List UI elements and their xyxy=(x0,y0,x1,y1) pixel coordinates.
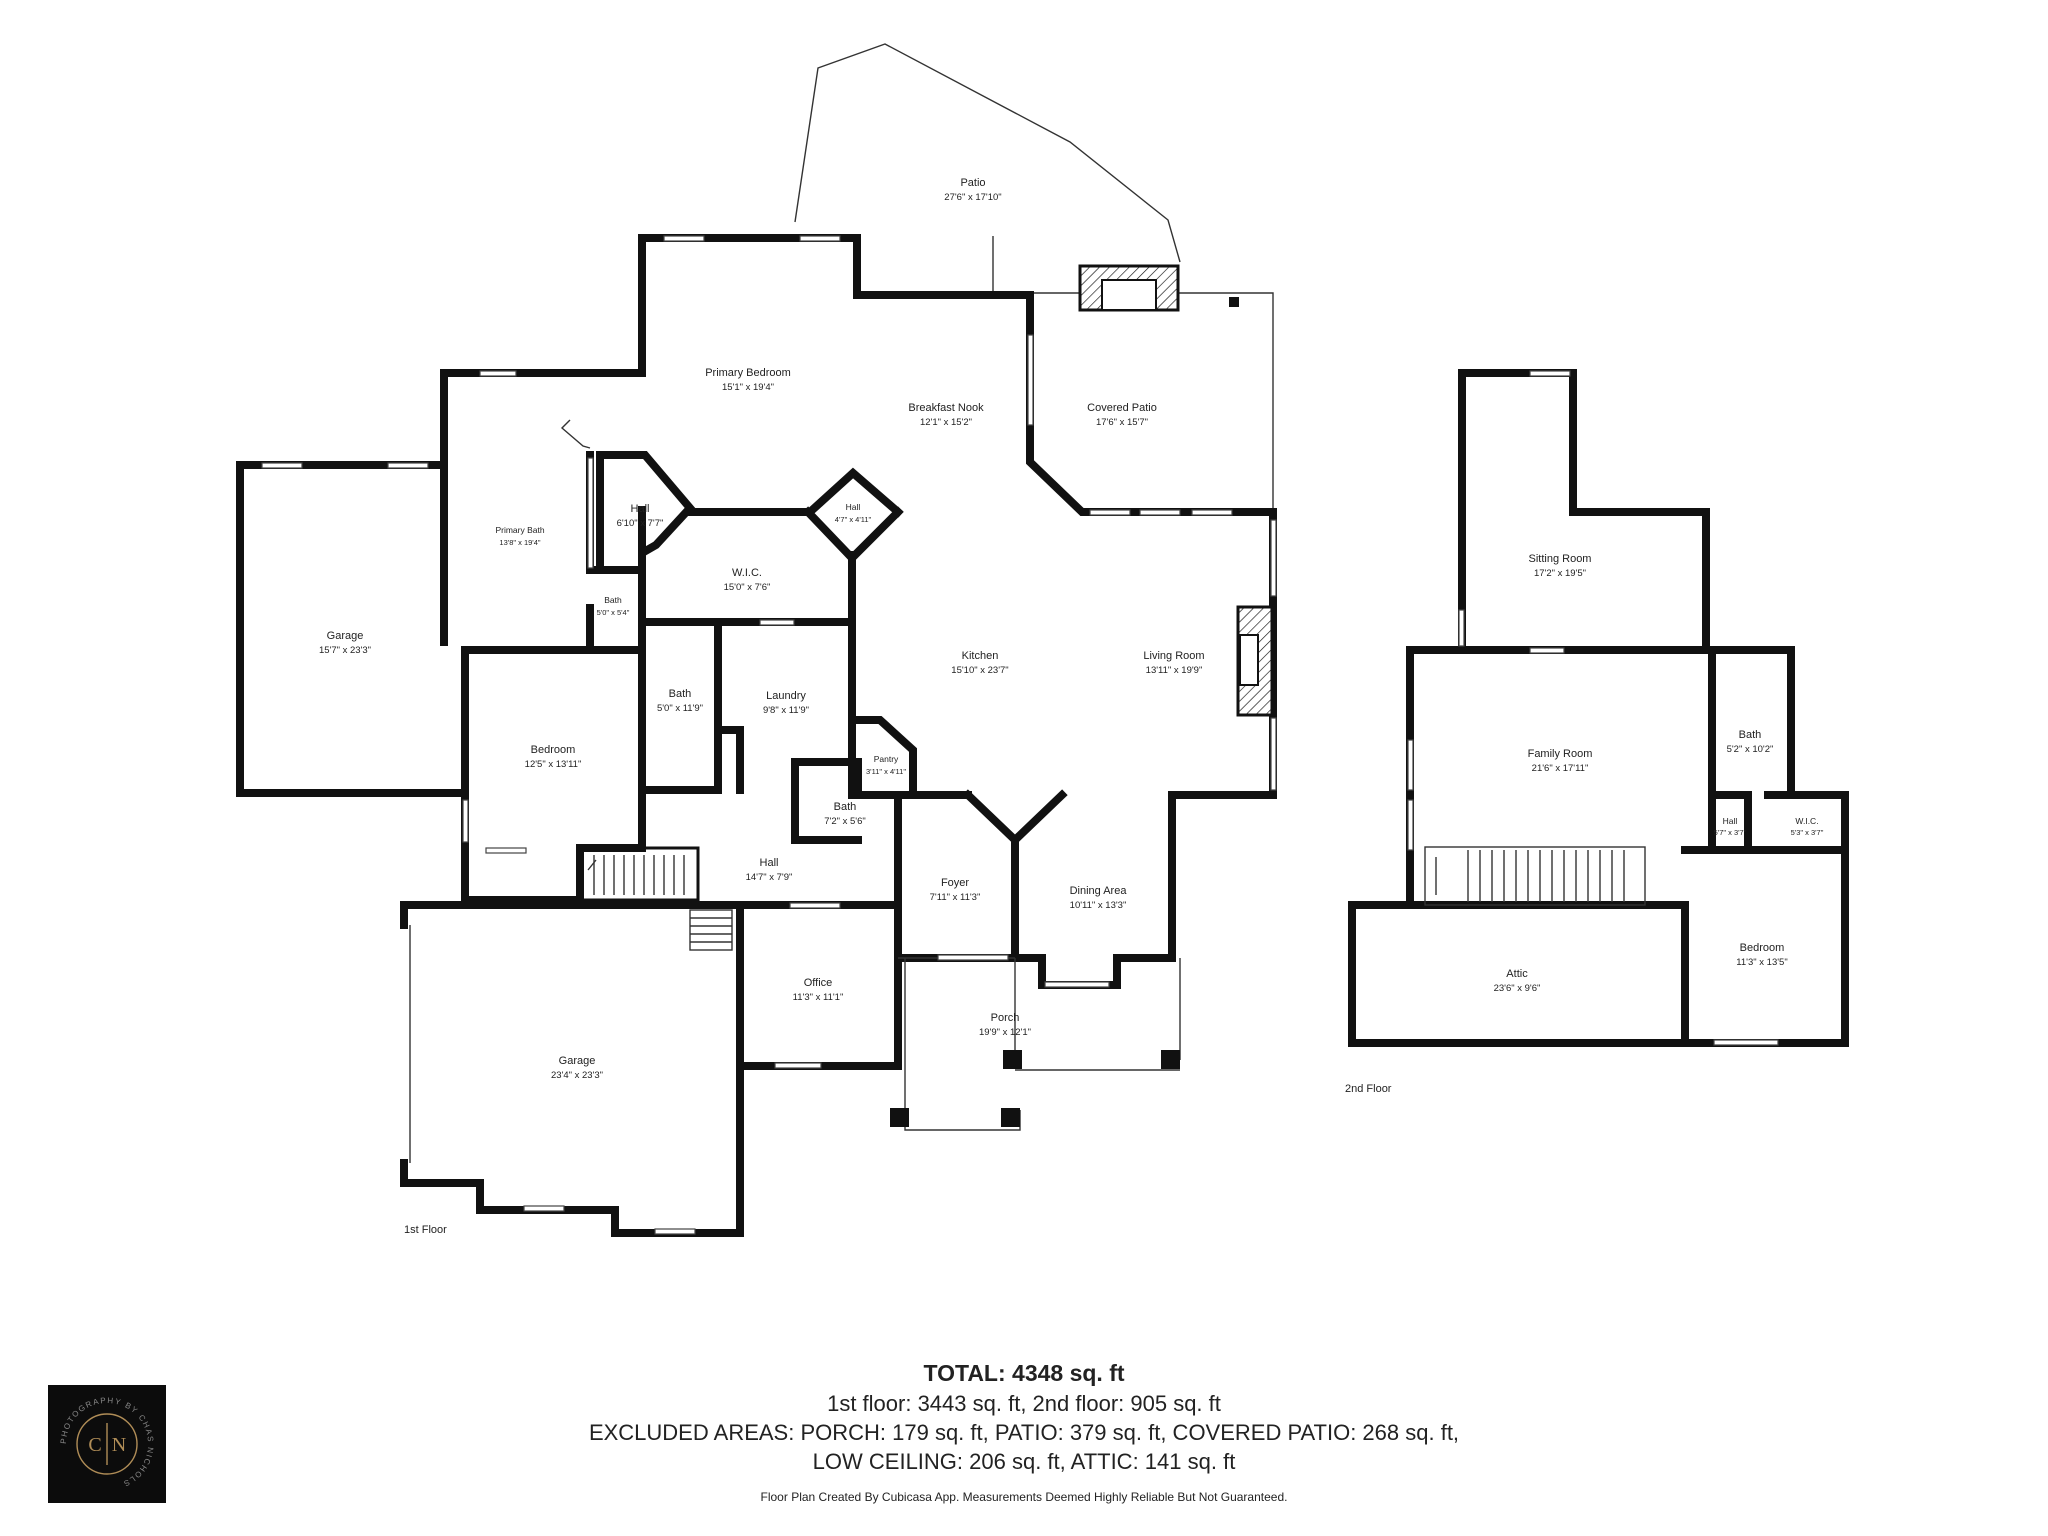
room-name: Attic xyxy=(1506,968,1528,980)
stairs-down xyxy=(587,855,685,895)
room-name: Covered Patio xyxy=(1087,402,1157,414)
room-dim: 17'6" x 15'7" xyxy=(1096,417,1148,428)
room-name: Dining Area xyxy=(1070,885,1128,897)
room-dim: 12'1" x 15'2" xyxy=(920,417,972,428)
room-name: Family Room xyxy=(1528,748,1593,760)
excluded-areas-cont: LOW CEILING: 206 sq. ft, ATTIC: 141 sq. … xyxy=(812,1449,1236,1474)
room-dim: 13'11" x 19'9" xyxy=(1146,665,1203,676)
room-name: Bath xyxy=(1739,729,1762,741)
room-dim: 12'5" x 13'11" xyxy=(525,759,582,770)
room-name: Bath xyxy=(604,595,622,605)
sitting-room-walls xyxy=(1458,369,1710,654)
family-room-walls xyxy=(1406,646,1849,904)
room-dim: 11'3" x 11'1" xyxy=(793,992,844,1003)
second-floor xyxy=(1348,369,1849,1047)
room-dim: 21'6" x 17'11" xyxy=(1532,763,1589,774)
room-name: Laundry xyxy=(766,690,806,702)
room-name: Garage xyxy=(327,630,364,642)
room-name: Bath xyxy=(669,688,692,700)
room-dim: 13'8" x 19'4" xyxy=(499,538,540,547)
second-floor-labels: Sitting Room 17'2" x 19'5" Family Room 2… xyxy=(1345,553,1824,1095)
room-name: Sitting Room xyxy=(1529,553,1592,565)
room-name: Primary Bedroom xyxy=(705,367,791,379)
room-dim: 17'2" x 19'5" xyxy=(1534,568,1586,579)
room-dim: 9'8" x 11'9" xyxy=(763,705,809,716)
room-name: Patio xyxy=(960,177,985,189)
room-name: Kitchen xyxy=(962,650,999,662)
area-summary: TOTAL: 4348 sq. ft 1st floor: 3443 sq. f… xyxy=(0,1360,2048,1504)
room-dim: 15'1" x 19'4" xyxy=(722,382,774,393)
room-name: Office xyxy=(804,977,833,989)
room-dim: 15'0" x 7'6" xyxy=(724,582,771,593)
first-floor-label: 1st Floor xyxy=(404,1224,447,1236)
room-name: Bath xyxy=(834,801,857,813)
room-name: Porch xyxy=(991,1012,1020,1024)
room-dim: 14'7" x 7'9" xyxy=(746,872,793,883)
room-dim: 5'0" x 5'4" xyxy=(597,608,630,617)
first-floor xyxy=(236,43,1277,1237)
garage-steps xyxy=(689,909,733,951)
logo-letter: N xyxy=(112,1434,126,1456)
room-name: Living Room xyxy=(1143,650,1204,662)
room-dim: 7'11" x 11'3" xyxy=(930,892,981,903)
disclaimer: Floor Plan Created By Cubicasa App. Meas… xyxy=(760,1490,1288,1504)
room-name: Pantry xyxy=(874,754,899,764)
room-dim: 10'11" x 13'3" xyxy=(1070,900,1127,911)
room-dim: 19'9" x 12'1" xyxy=(979,1027,1031,1038)
excluded-areas: EXCLUDED AREAS: PORCH: 179 sq. ft, PATIO… xyxy=(588,1420,1460,1445)
floor-areas: 1st floor: 3443 sq. ft, 2nd floor: 905 s… xyxy=(827,1391,1221,1416)
room-name: Hall xyxy=(1723,816,1738,826)
photographer-logo: C N PHOTOGRAPHY BY CHAS NICHOLS xyxy=(48,1385,166,1503)
room-dim: 3'11" x 4'11" xyxy=(866,767,906,776)
room-dim: 5'7" x 3'7" xyxy=(1714,828,1747,837)
room-name: Hall xyxy=(631,503,650,515)
room-dim: 15'10" x 23'7" xyxy=(951,665,1008,676)
room-dim: 4'7" x 4'11" xyxy=(835,515,872,524)
room-dim: 6'10" x 7'7" xyxy=(617,518,664,529)
room-dim: 5'0" x 11'9" xyxy=(657,703,703,714)
stairs-up xyxy=(1435,850,1625,902)
second-floor-label: 2nd Floor xyxy=(1345,1083,1392,1095)
room-name: Foyer xyxy=(941,877,969,889)
room-dim: 15'7" x 23'3" xyxy=(319,645,371,656)
first-floor-labels: Patio 27'6" x 17'10" Primary Bedroom 15'… xyxy=(319,177,1205,1236)
room-dim: 5'3" x 3'7" xyxy=(1791,828,1824,837)
room-name: Hall xyxy=(846,502,861,512)
room-dim: 27'6" x 17'10" xyxy=(944,192,1001,203)
room-dim: 5'2" x 10'2" xyxy=(1727,744,1774,755)
room-name: Primary Bath xyxy=(495,525,544,535)
room-name: W.I.C. xyxy=(1795,816,1818,826)
room-dim: 11'3" x 13'5" xyxy=(1736,957,1787,968)
total-area: TOTAL: 4348 sq. ft xyxy=(923,1360,1125,1386)
room-name: Breakfast Nook xyxy=(908,402,984,414)
room-name: Bedroom xyxy=(1740,942,1785,954)
logo-mark-icon: C N PHOTOGRAPHY BY CHAS NICHOLS xyxy=(59,1396,154,1489)
garage-left-walls xyxy=(236,461,465,797)
primary-suite-walls xyxy=(440,234,877,646)
room-dim: 7'2" x 5'6" xyxy=(824,816,866,827)
room-name: Garage xyxy=(559,1055,596,1067)
room-dim: 23'4" x 23'3" xyxy=(551,1070,603,1081)
patio-outline xyxy=(794,43,1181,263)
room-name: Hall xyxy=(760,857,779,869)
room-name: W.I.C. xyxy=(732,567,762,579)
room-name: Bedroom xyxy=(531,744,576,756)
logo-letter: C xyxy=(88,1434,101,1456)
room-dim: 23'6" x 9'6" xyxy=(1494,983,1541,994)
